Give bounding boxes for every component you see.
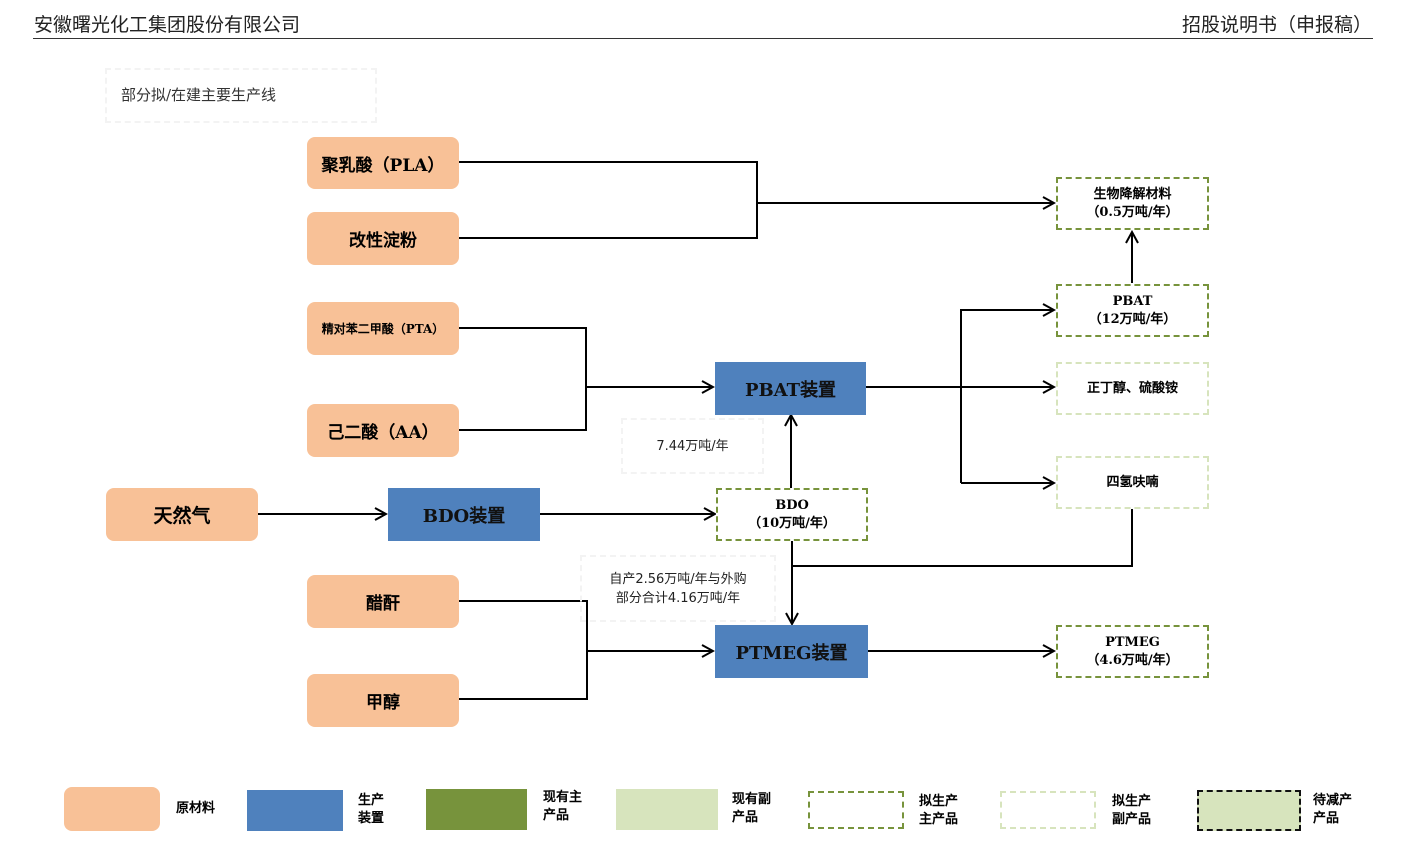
- note-bdo-to-ptmeg-line2: 部分合计4.16万吨/年: [615, 590, 741, 606]
- legend-swatch-planned-main-product: [808, 791, 904, 829]
- legend-swatch-reduced-product: [1197, 790, 1301, 831]
- unit-ptmeg-label: PTMEG装置: [735, 642, 848, 664]
- unit-pbat-label: PBAT装置: [744, 379, 837, 401]
- legend-label-production-unit: 生产 装置: [358, 792, 384, 828]
- legend-swatch-planned-side-product: [1000, 791, 1096, 829]
- note-bdo-to-ptmeg-line1: 自产2.56万吨/年与外购: [609, 571, 747, 587]
- raw-pla-label: 聚乳酸（PLA）: [321, 155, 445, 176]
- legend-label-production-unit-line2: 装置: [358, 811, 385, 826]
- unit-ptmeg: PTMEG装置: [715, 625, 868, 678]
- product-thf-name: 四氢呋喃: [1106, 474, 1159, 490]
- raw-pta: 精对苯二甲酸（PTA）: [307, 302, 459, 355]
- raw-starch-label: 改性淀粉: [349, 231, 417, 251]
- legend-label-reduced-product: 待减产 产品: [1313, 792, 1352, 828]
- raw-methanol-label: 甲醇: [366, 693, 400, 713]
- legend-label-existing-main-line1: 现有主: [543, 790, 583, 805]
- note-bdo-to-ptmeg: 自产2.56万吨/年与外购 部分合计4.16万吨/年: [580, 555, 776, 622]
- product-biodegradable-name: 生物降解材料: [1093, 186, 1172, 202]
- legend-label-planned-main-line2: 主产品: [919, 812, 959, 827]
- line-aa-methanol: [459, 600, 588, 700]
- legend-label-planned-side-line1: 拟生产: [1112, 794, 1152, 809]
- raw-natural-gas: 天然气: [106, 488, 258, 541]
- raw-aa-label: 己二酸（AA）: [327, 423, 439, 443]
- note-bdo-to-pbat: 7.44万吨/年: [621, 418, 764, 474]
- raw-acetic-anhydride: 醋酐: [307, 575, 459, 628]
- product-biodegradable: 生物降解材料 （0.5万吨/年）: [1056, 177, 1209, 230]
- unit-bdo: BDO装置: [388, 488, 540, 541]
- legend-swatch-existing-side-product: [616, 789, 718, 830]
- legend-label-existing-side-line2: 产品: [732, 810, 759, 825]
- product-ptmeg-name: PTMEG: [1105, 634, 1160, 650]
- legend-label-existing-side-product: 现有副 产品: [732, 791, 771, 827]
- product-thf: 四氢呋喃: [1056, 456, 1209, 509]
- product-pbat: PBAT （12万吨/年）: [1056, 284, 1209, 337]
- product-biodegradable-capacity: （0.5万吨/年）: [1086, 204, 1179, 220]
- raw-starch: 改性淀粉: [307, 212, 459, 265]
- raw-pla: 聚乳酸（PLA）: [307, 137, 459, 189]
- note-bdo-to-pbat-text: 7.44万吨/年: [656, 438, 729, 454]
- raw-aa: 己二酸（AA）: [307, 404, 459, 457]
- line-pta-aa: [459, 327, 587, 431]
- product-pbat-capacity: （12万吨/年）: [1088, 311, 1177, 327]
- legend-label-reduced-line1: 待减产: [1313, 793, 1353, 808]
- raw-natural-gas-label: 天然气: [153, 505, 211, 527]
- unit-pbat: PBAT装置: [715, 362, 866, 415]
- product-bdo-capacity: （10万吨/年）: [748, 515, 836, 531]
- raw-acetic-anhydride-label: 醋酐: [366, 594, 400, 614]
- diagram-title-text: 部分拟/在建主要生产线: [121, 86, 277, 104]
- legend-swatch-raw-material: [64, 787, 160, 831]
- legend-label-raw-material-line1: 原材料: [176, 801, 216, 816]
- legend-label-existing-side-line1: 现有副: [732, 792, 772, 807]
- diagram-title: 部分拟/在建主要生产线: [105, 68, 377, 123]
- raw-methanol: 甲醇: [307, 674, 459, 727]
- product-pbat-name: PBAT: [1112, 293, 1153, 309]
- company-name: 安徽曙光化工集团股份有限公司: [34, 14, 301, 36]
- product-butanol-ammonium-sulfate: 正丁醇、硫酸铵: [1056, 362, 1209, 415]
- unit-bdo-label: BDO装置: [422, 505, 506, 527]
- header-divider: [33, 38, 1373, 39]
- product-ptmeg: PTMEG （4.6万吨/年）: [1056, 625, 1209, 678]
- legend-label-planned-main-line1: 拟生产: [919, 794, 959, 809]
- legend-swatch-existing-main-product: [426, 789, 527, 830]
- legend-label-reduced-line2: 产品: [1313, 811, 1340, 826]
- legend-label-raw-material: 原材料: [176, 800, 215, 818]
- document-title: 招股说明书（申报稿）: [1181, 14, 1372, 36]
- product-butanol-name: 正丁醇、硫酸铵: [1086, 380, 1178, 396]
- raw-pta-label: 精对苯二甲酸（PTA）: [321, 322, 445, 336]
- legend-label-production-unit-line1: 生产: [358, 793, 385, 808]
- legend-label-planned-side-line2: 副产品: [1112, 812, 1152, 827]
- product-ptmeg-capacity: （4.6万吨/年）: [1086, 652, 1179, 668]
- legend-label-planned-main-product: 拟生产 主产品: [919, 793, 958, 829]
- arrow-to-pbat-product: [960, 310, 1054, 483]
- legend-label-existing-main-line2: 产品: [543, 808, 570, 823]
- legend-label-planned-side-product: 拟生产 副产品: [1112, 793, 1151, 829]
- product-bdo: BDO （10万吨/年）: [716, 488, 868, 541]
- product-bdo-name: BDO: [775, 497, 809, 513]
- legend-label-existing-main-product: 现有主 产品: [543, 789, 582, 825]
- legend-swatch-production-unit: [247, 790, 343, 831]
- line-pla: [459, 161, 758, 239]
